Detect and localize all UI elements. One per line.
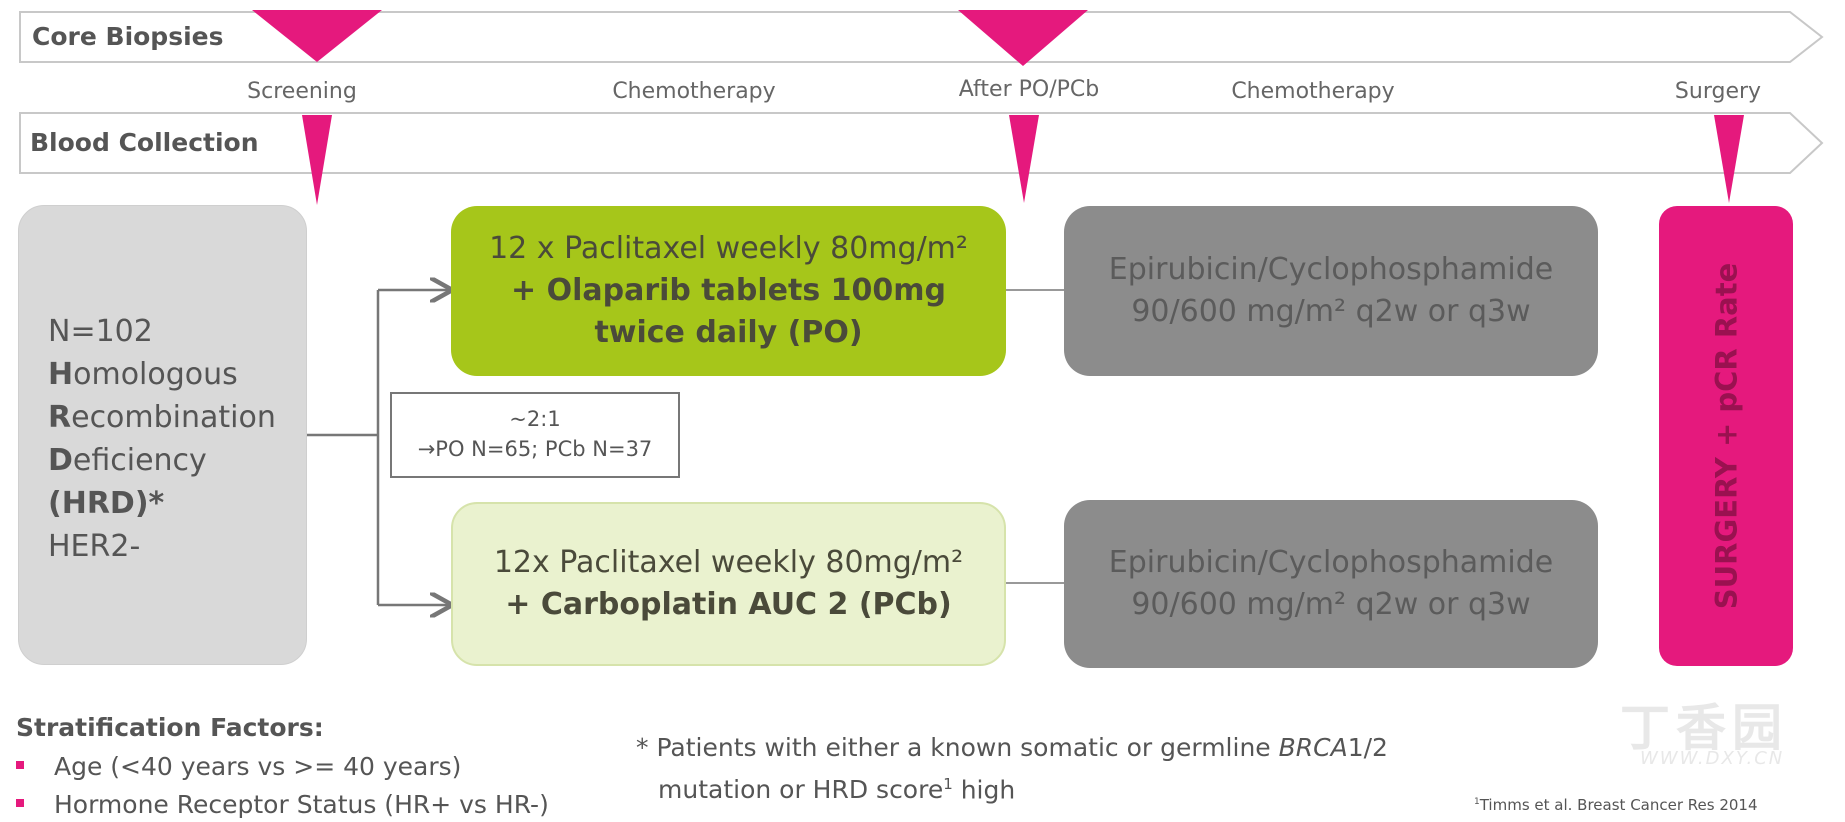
surgery-box: [1659, 206, 1793, 666]
population-hrd: (HRD)*: [48, 486, 165, 521]
surgery-label-wrap: SURGERY + pCR Rate: [1659, 206, 1793, 666]
watermark: 丁香园: [1620, 699, 1788, 757]
population-her2: HER2-: [48, 529, 141, 564]
population-recombination: Recombination: [48, 400, 276, 435]
arm-po-box: 12 x Paclitaxel weekly 80mg/m² + Olapari…: [451, 206, 1006, 376]
footnote: * Patients with either a known somatic o…: [636, 730, 1388, 808]
core-biopsies-band: [19, 11, 1824, 63]
arm-pcb-line1: 12x Paclitaxel weekly 80mg/m²: [493, 545, 964, 580]
blood-marker-surgery: [1714, 115, 1744, 203]
phase-surgery: Surgery: [1674, 79, 1762, 104]
randomization-box: ~2:1 →PO N=65; PCb N=37: [390, 392, 680, 478]
population-n: N=102: [48, 314, 153, 349]
footnote-line2: mutation or HRD score1 high: [658, 775, 1016, 805]
ec-box-pcb-line2: 90/600 mg/m² q2w or q3w: [1131, 587, 1531, 622]
stratification-item: Hormone Receptor Status (HR+ vs HR-): [16, 790, 549, 819]
stratification-title: Stratification Factors:: [16, 713, 324, 742]
core-biopsies-label: Core Biopsies: [32, 22, 224, 51]
footnote-line1: * Patients with either a known somatic o…: [636, 733, 1388, 762]
phase-screening: Screening: [247, 79, 357, 104]
ec-box-po: Epirubicin/Cyclophosphamide 90/600 mg/m²…: [1064, 206, 1598, 376]
population-deficiency: Deficiency: [48, 443, 207, 478]
blood-marker-after: [1009, 115, 1039, 203]
bullet-icon: [16, 761, 24, 769]
population-text: N=102 Homologous Recombination Deficienc…: [48, 310, 276, 568]
arm-pcb-line2: + Carboplatin AUC 2 (PCb): [505, 587, 952, 622]
randomization-arms: →PO N=65; PCb N=37: [417, 437, 653, 461]
phase-chemotherapy-2: Chemotherapy: [1231, 79, 1395, 104]
ec-box-po-line1: Epirubicin/Cyclophosphamide: [1108, 252, 1554, 287]
blood-collection-band: [19, 112, 1824, 174]
blood-collection-label: Blood Collection: [30, 128, 259, 157]
watermark-url: WWW.DXY.CN: [1640, 748, 1785, 769]
ec-box-pcb-line1: Epirubicin/Cyclophosphamide: [1108, 545, 1554, 580]
population-box: [18, 205, 307, 665]
arm-po-line2: + Olaparib tablets 100mg: [510, 273, 946, 308]
arm-po-line3: twice daily (PO): [594, 315, 863, 350]
phase-chemotherapy-1: Chemotherapy: [612, 79, 776, 104]
core-biopsy-marker-after: [958, 10, 1088, 66]
surgery-label: SURGERY + pCR Rate: [1709, 262, 1744, 610]
ec-box-po-line2: 90/600 mg/m² q2w or q3w: [1131, 294, 1531, 329]
stratification-item: Age (<40 years vs >= 40 years): [16, 752, 461, 781]
bullet-icon: [16, 799, 24, 807]
core-biopsy-marker-screening: [252, 10, 382, 62]
blood-marker-screening: [302, 115, 332, 205]
arm-pcb-box: 12x Paclitaxel weekly 80mg/m² + Carbopla…: [451, 502, 1006, 666]
ec-box-pcb: Epirubicin/Cyclophosphamide 90/600 mg/m²…: [1064, 500, 1598, 668]
randomization-ratio: ~2:1: [509, 407, 561, 431]
arm-po-line1: 12 x Paclitaxel weekly 80mg/m²: [489, 231, 968, 266]
phase-after-po-pcb: After PO/PCb: [958, 77, 1100, 102]
citation: 1Timms et al. Breast Cancer Res 2014: [1474, 796, 1758, 814]
population-homologous: Homologous: [48, 357, 238, 392]
